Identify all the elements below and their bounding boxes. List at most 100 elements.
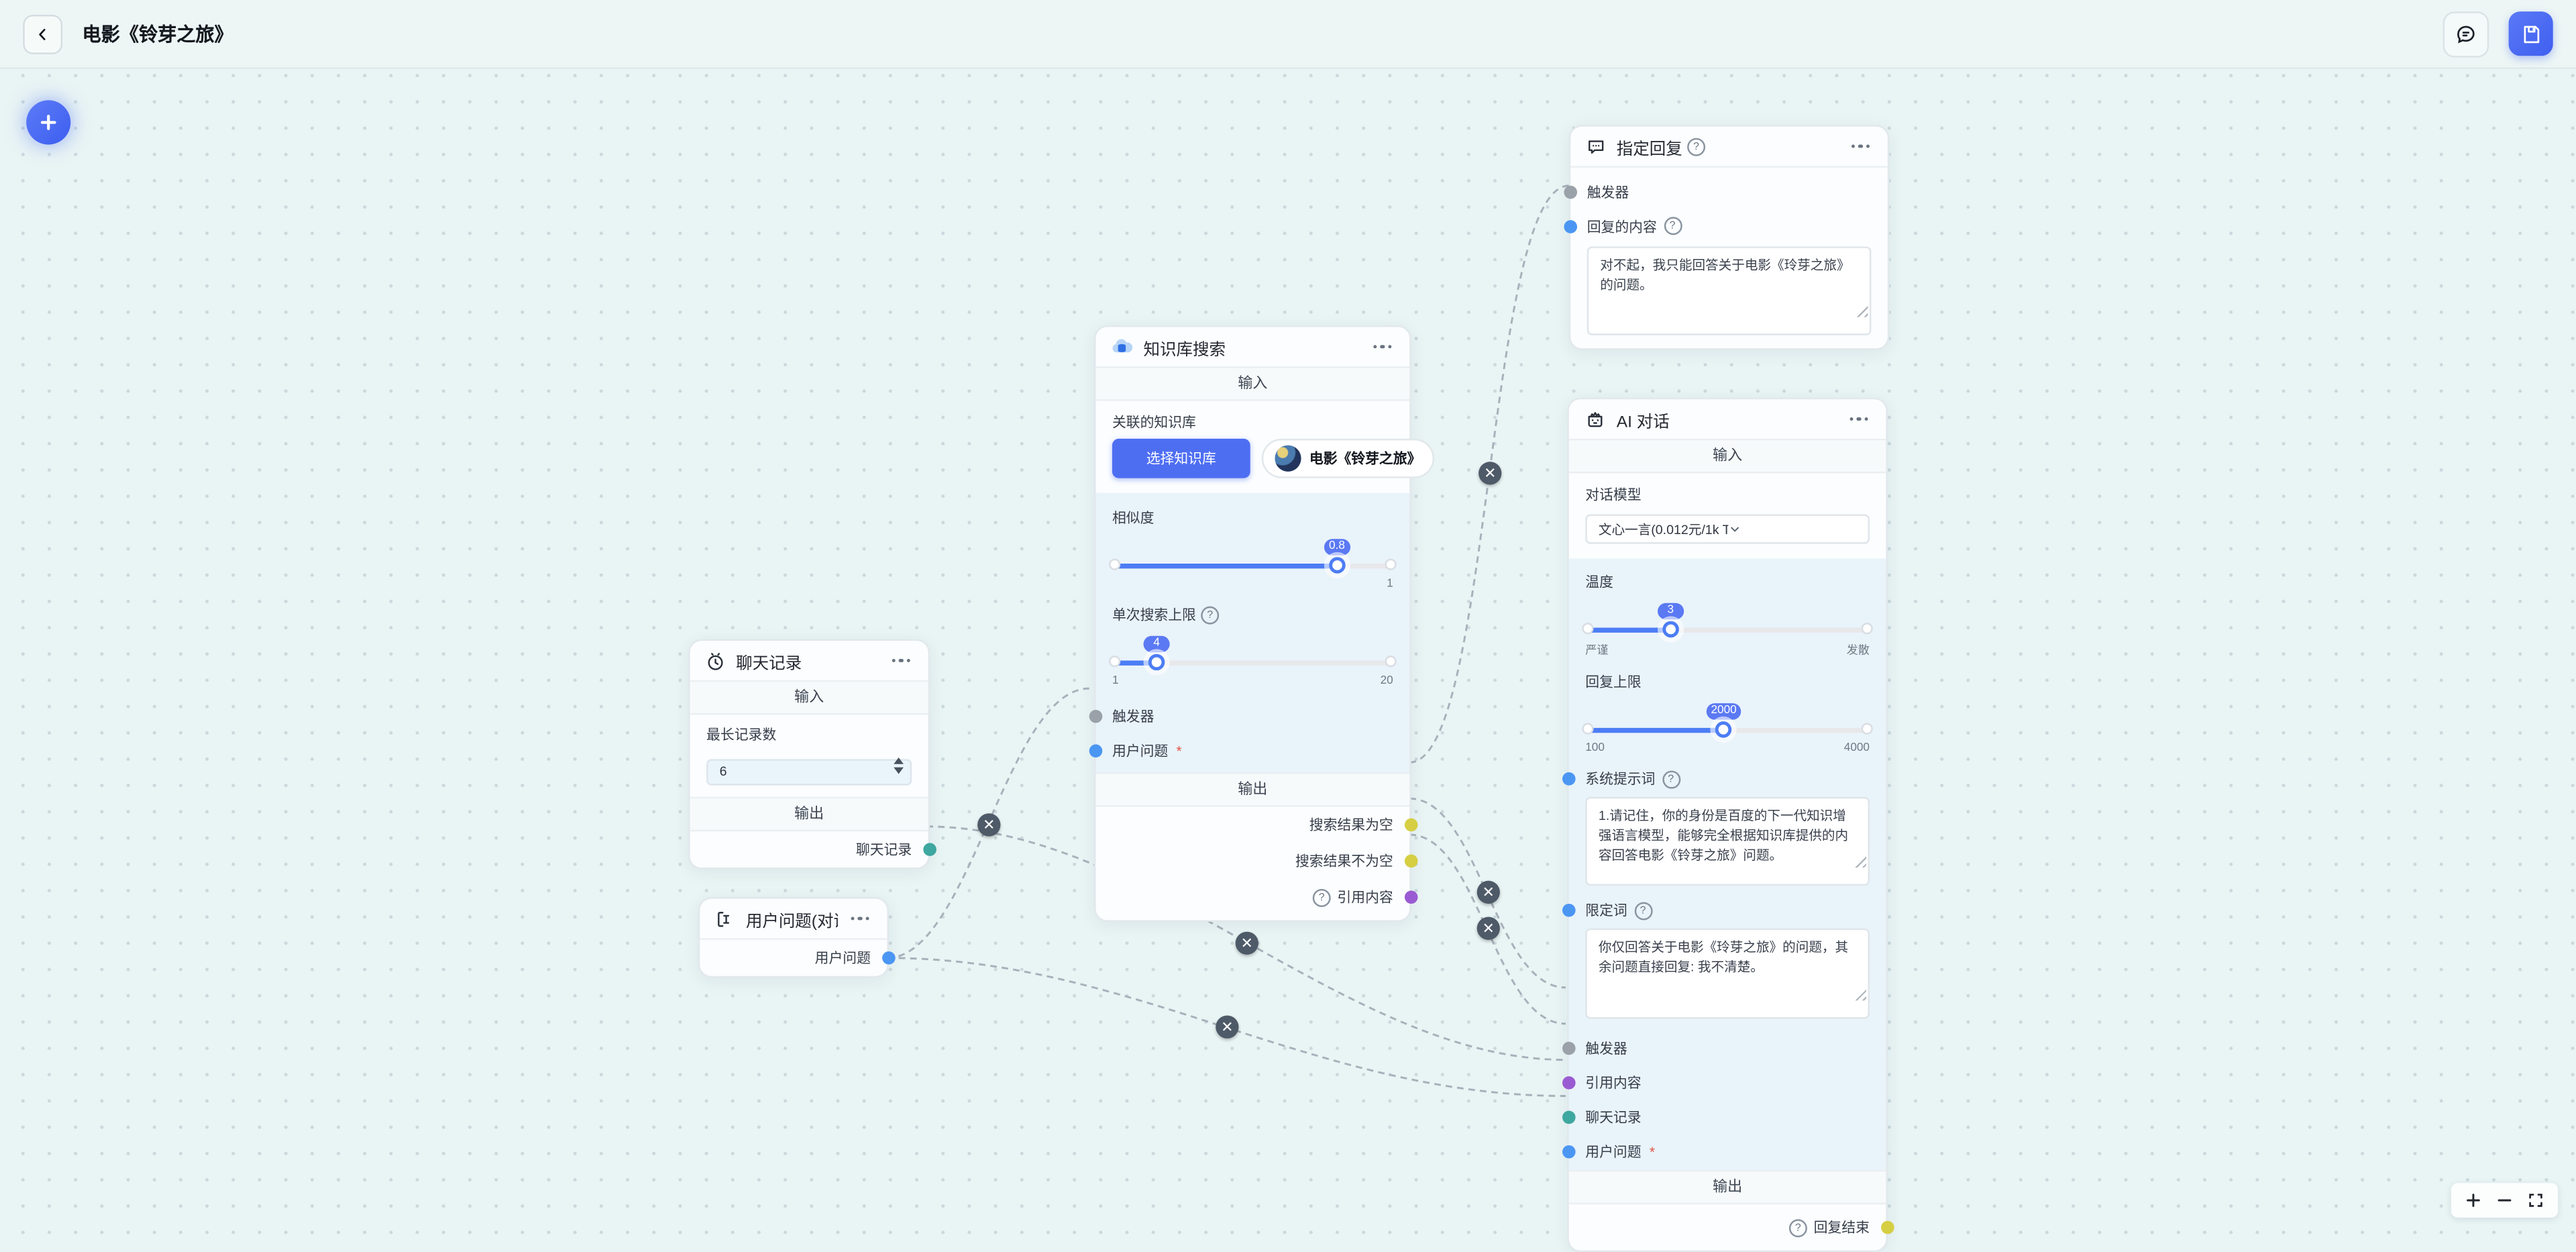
zoom-in-button[interactable]: [2458, 1183, 2489, 1217]
port-history-in[interactable]: [1561, 1110, 1575, 1123]
help-icon[interactable]: ?: [1662, 770, 1680, 788]
output-section-header: 输出: [1095, 772, 1410, 807]
user-question-port-row: 用户问题*: [1561, 1134, 1886, 1168]
reply-content-port-row: 回复的内容 ?: [1563, 209, 1888, 243]
plus-icon: [2467, 1194, 2480, 1207]
port-trigger-in[interactable]: [1561, 1041, 1575, 1055]
node-menu-icon[interactable]: [1845, 414, 1871, 425]
output-not-empty-row: 搜索结果不为空: [1095, 843, 1417, 879]
zoom-out-button[interactable]: [2489, 1183, 2520, 1217]
node-menu-icon[interactable]: [847, 913, 872, 924]
port-reference-out[interactable]: [1403, 890, 1417, 904]
trigger-port-row: 触发器: [1088, 698, 1409, 733]
node-title: AI 对话: [1616, 413, 1670, 431]
reply-content-label: 回复的内容: [1587, 217, 1657, 234]
delete-connection-icon[interactable]: ✕: [1477, 880, 1500, 904]
number-stepper[interactable]: [894, 757, 904, 774]
node-menu-icon[interactable]: [1369, 342, 1395, 352]
wire-empty-to-reply: [1409, 185, 1569, 764]
delete-connection-icon[interactable]: ✕: [1479, 462, 1502, 485]
history-label: 聊天记录: [1585, 1108, 1642, 1125]
input-section-header: 输入: [1568, 440, 1886, 474]
max-records-input[interactable]: [706, 758, 912, 785]
node-title: 聊天记录: [736, 654, 802, 673]
help-icon[interactable]: ?: [1788, 1218, 1807, 1237]
qualifier-textarea[interactable]: 你仅回答关于电影《玲芽之旅》的问题，其余问题直接回复: 我不清楚。: [1585, 928, 1870, 1019]
temperature-slider-handle[interactable]: [1662, 620, 1679, 637]
output-port-label: 聊天记录: [855, 840, 912, 857]
help-icon[interactable]: ?: [1201, 605, 1220, 624]
node-menu-icon[interactable]: [1847, 141, 1873, 152]
search-limit-value-badge: 4: [1143, 635, 1170, 653]
delete-connection-icon[interactable]: ✕: [1216, 1015, 1239, 1039]
port-reply-content-in[interactable]: [1563, 219, 1576, 233]
node-kb-search[interactable]: 知识库搜索 输入 关联的知识库 选择知识库 电影《铃芽之旅》 相似度 0.8 1: [1088, 325, 1434, 922]
add-node-button[interactable]: [26, 100, 71, 145]
trigger-port-row: 触发器: [1561, 1031, 1886, 1065]
search-limit-slider[interactable]: 4: [1109, 635, 1397, 670]
output-end-label: 回复结束: [1813, 1219, 1870, 1236]
node-ai-chat[interactable]: AI 对话 输入 对话模型 文心一言(0.012元/1k Tokens) 温度 …: [1561, 397, 1894, 1252]
reply-content-textarea[interactable]: 对不起，我只能回答关于电影《玲芽之旅》的问题。: [1587, 246, 1872, 335]
node-chat-history[interactable]: 聊天记录 输入 最长记录数 输出 聊天记录: [688, 639, 936, 869]
plus-icon: [38, 112, 59, 134]
reply-limit-slider-handle[interactable]: [1715, 720, 1732, 737]
delete-connection-icon[interactable]: ✕: [977, 813, 1001, 837]
port-user-question-in[interactable]: [1561, 1144, 1575, 1158]
canvas-zoom-controls: [2451, 1183, 2559, 1218]
kb-chip[interactable]: 电影《铃芽之旅》: [1261, 438, 1434, 478]
user-question-label: 用户问题: [1585, 1143, 1642, 1159]
node-title: 知识库搜索: [1143, 341, 1226, 360]
model-select[interactable]: 文心一言(0.012元/1k Tokens): [1585, 514, 1870, 544]
node-menu-icon[interactable]: [888, 656, 914, 666]
minus-icon: [2498, 1199, 2512, 1202]
delete-connection-icon[interactable]: ✕: [1235, 931, 1258, 955]
user-question-port-row: 用户问题*: [1088, 733, 1409, 767]
port-trigger-in[interactable]: [1088, 709, 1102, 723]
delete-connection-icon[interactable]: ✕: [1477, 917, 1500, 940]
qualifier-label: 限定词: [1585, 902, 1627, 919]
node-title: 指定回复 ?: [1617, 134, 1837, 158]
reference-label: 引用内容: [1585, 1074, 1642, 1090]
back-button[interactable]: [23, 13, 63, 54]
port-reference-in[interactable]: [1561, 1075, 1575, 1089]
node-fixed-reply[interactable]: 指定回复 ? 触发器 回复的内容 ? 对不起，我只能回答关于电影《玲芽之旅》的问…: [1563, 125, 1890, 350]
reply-limit-slider[interactable]: 2000: [1582, 703, 1873, 737]
port-result-empty-out[interactable]: [1403, 818, 1417, 832]
chevron-left-icon: [34, 25, 50, 42]
similarity-value-badge: 0.8: [1324, 539, 1350, 556]
similarity-slider[interactable]: 0.8: [1109, 539, 1397, 573]
port-result-not-empty-out[interactable]: [1403, 854, 1417, 868]
reply-limit-max-label: 4000: [1843, 742, 1870, 755]
temperature-slider[interactable]: 3: [1582, 603, 1873, 637]
fit-view-button[interactable]: [2520, 1183, 2552, 1217]
select-kb-button[interactable]: 选择知识库: [1112, 438, 1250, 478]
port-user-question-out[interactable]: [881, 951, 895, 965]
top-bar: 电影《铃芽之旅》: [0, 0, 2576, 69]
port-trigger-in[interactable]: [1563, 185, 1576, 199]
port-reply-end-out[interactable]: [1880, 1220, 1894, 1235]
trigger-label: 触发器: [1585, 1039, 1627, 1056]
port-chat-history-out[interactable]: [922, 842, 936, 855]
save-button[interactable]: [2508, 11, 2553, 56]
port-user-question-in[interactable]: [1088, 743, 1102, 757]
temperature-min-label: 严谨: [1585, 645, 1609, 658]
preview-chat-button[interactable]: [2443, 10, 2489, 57]
output-port-row: 聊天记录: [690, 831, 936, 867]
port-qualifier-in[interactable]: [1561, 903, 1575, 917]
node-title: 用户问题(对话入口): [745, 912, 837, 931]
help-icon[interactable]: ?: [1633, 901, 1652, 920]
help-icon[interactable]: ?: [1312, 888, 1331, 906]
port-system-prompt-in[interactable]: [1561, 772, 1575, 786]
search-limit-min-label: 1: [1112, 675, 1119, 687]
search-limit-slider-handle[interactable]: [1148, 653, 1165, 670]
help-icon[interactable]: ?: [1663, 217, 1682, 236]
node-user-question[interactable]: 用户问题(对话入口) 用户问题: [698, 897, 895, 978]
text-cursor-icon: [714, 908, 736, 929]
temperature-max-label: 发散: [1846, 645, 1870, 658]
max-records-field: [706, 754, 912, 785]
similarity-slider-handle[interactable]: [1328, 556, 1346, 573]
help-icon[interactable]: ?: [1687, 137, 1706, 156]
system-prompt-textarea[interactable]: 1.请记住，你的身份是百度的下一代知识增强语言模型，能够完全根据知识库提供的内容…: [1585, 796, 1870, 886]
chat-bubble-icon: [2455, 22, 2477, 45]
